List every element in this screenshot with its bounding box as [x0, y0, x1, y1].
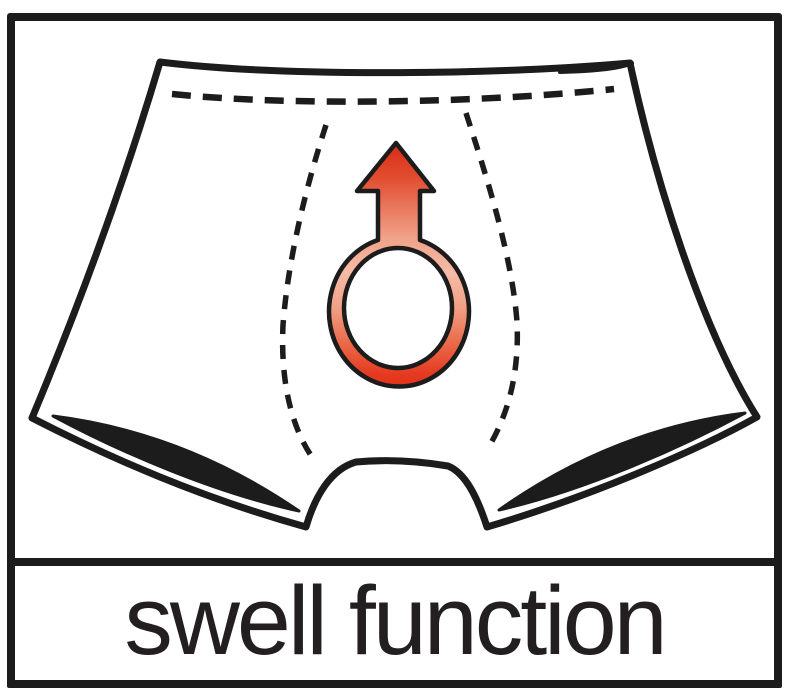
caption-label: swell function [124, 565, 667, 675]
pouch-seam-right [463, 112, 521, 452]
caption-frame: swell function [7, 558, 782, 688]
waistband-fold-accent [558, 61, 634, 74]
boxer-briefs-illustration [28, 58, 761, 531]
leg-opening-shadow-right [497, 411, 747, 512]
male-symbol-arrow-up-icon [326, 140, 472, 389]
pouch-seam-left [279, 124, 329, 459]
illustration-frame [7, 13, 782, 566]
leg-opening-shadow-left [51, 414, 301, 513]
waistband-stitch-line [171, 85, 615, 105]
